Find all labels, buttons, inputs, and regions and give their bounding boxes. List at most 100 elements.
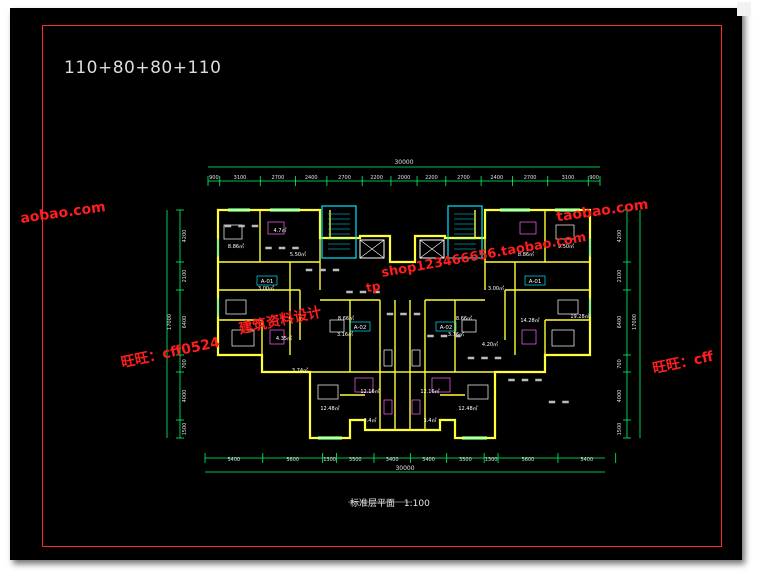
room-name-mark [278,246,286,250]
plan-caption-scale: 1:100 [403,499,430,509]
elevator-cross [359,239,385,259]
room-area-label: 12.48㎡ [458,405,477,412]
drawing-border [42,25,722,547]
room-name-mark [494,356,502,360]
room-area-label: 3.16㎡ [337,331,353,338]
room-name-mark [521,378,529,382]
dimension-label-side: 4000 [617,390,623,403]
dimension-label-side: 2100 [617,270,623,283]
room-area-label: 8.86㎡ [518,251,534,258]
room-name-mark [305,268,313,272]
room-area-label: 9.50㎡ [558,243,574,250]
dimension-label-bottom: 1300 [323,457,336,463]
dimension-label-top: 2700 [272,175,285,181]
furniture-fixture [519,221,537,235]
room-area-label: 5.50㎡ [290,251,306,258]
furniture-fixture [383,349,393,367]
dimension-label-side-overall: 17000 [632,314,638,330]
room-name-mark [359,290,367,294]
room-name-mark [508,378,515,382]
dimension-label-top: 2000 [398,175,411,181]
dimension-label-side: 1500 [617,423,623,436]
room-name-mark [238,224,245,228]
room-area-label: 3.74㎡ [292,367,308,374]
dimension-label-side: 1500 [182,423,188,436]
drawing-title: 110+80+80+110 [64,58,222,78]
window-corner [737,2,751,16]
furniture-fixture [267,221,285,235]
room-area-label: 12.16㎡ [360,388,379,395]
unit-tag-box [349,321,371,332]
dimension-label-top: 2700 [524,175,537,181]
room-area-label: 8.86㎡ [228,243,244,250]
room-name-mark [427,334,434,338]
dimension-label-top: 2700 [457,175,470,181]
dimension-label-side: 4200 [182,230,188,243]
furniture-fixture [383,399,393,415]
dimension-label-bottom: 3400 [386,457,399,463]
room-area-label: 4.20㎡ [482,341,498,348]
dimension-label-top: 2700 [338,175,351,181]
furniture-fixture [521,329,537,345]
room-name-mark [440,334,448,338]
furniture-fixture [354,377,374,393]
room-area-label: 19.28㎡ [570,313,589,320]
room-name-mark [413,312,421,316]
watermark-center-tag: tp [364,278,382,296]
unit-tag-box [256,275,278,286]
dimension-label-top: 2400 [490,175,503,181]
stair-core [321,205,357,259]
dimension-label-top: 900 [209,175,219,181]
dimension-label-side: 700 [182,359,188,369]
unit-tag: A-01 [261,279,274,285]
dimension-label-top: 900 [589,175,599,181]
dimension-label-top: 3100 [562,175,575,181]
room-name-mark [292,246,299,250]
dimension-label-bottom: 1300 [485,457,498,463]
room-area-label: 3.4㎡ [424,417,437,424]
room-name-mark [386,312,394,316]
room-name-mark [400,312,407,316]
dimension-label-bottom: 3500 [459,457,472,463]
room-name-mark [319,268,326,272]
unit-tag: A-02 [354,325,367,331]
dimension-label-bottom: 5600 [286,457,299,463]
dimension-label-side: 700 [617,359,623,369]
dimension-label-bottom-overall: 30000 [395,465,414,472]
plan-caption: 标准层平面 1:100 [350,496,430,509]
unit-tag-box [435,321,457,332]
elevator-cross [419,239,445,259]
furniture-fixture [461,319,477,333]
room-area-label: 8.66㎡ [456,315,472,322]
unit-tag: A-02 [440,325,453,331]
room-name-mark [535,378,542,382]
room-area-label: 4.35㎡ [276,335,292,342]
dimension-label-side: 4200 [617,230,623,243]
room-name-mark [265,246,272,250]
room-area-label: 4.7㎡ [274,227,287,234]
dimension-label-side: 2100 [182,270,188,283]
dimension-label-top-overall: 30000 [394,159,413,166]
unit-tag: A-01 [529,279,542,285]
room-area-label: 12.48㎡ [320,405,339,412]
dimension-label-side: 6400 [182,316,188,329]
dimension-label-top: 2200 [370,175,383,181]
dimension-label-bottom: 5400 [580,457,593,463]
plan-caption-name: 标准层平面 [350,499,396,509]
room-area-label: 3.00㎡ [258,285,274,292]
furniture-fixture [329,319,345,333]
dimension-label-bottom: 5600 [522,457,535,463]
room-name-mark [373,290,380,294]
room-name-mark [346,290,353,294]
room-area-label: 14.28㎡ [520,317,539,324]
building-outline [216,208,592,440]
room-name-mark [548,400,556,404]
furniture-fixture [411,399,421,415]
dimension-label-side: 4000 [182,390,188,403]
room-name-mark [562,400,569,404]
dimension-label-side-overall: 17000 [167,314,173,330]
room-name-mark [481,356,488,360]
dimension-label-top: 2200 [425,175,438,181]
dimension-label-bottom: 3400 [422,457,435,463]
